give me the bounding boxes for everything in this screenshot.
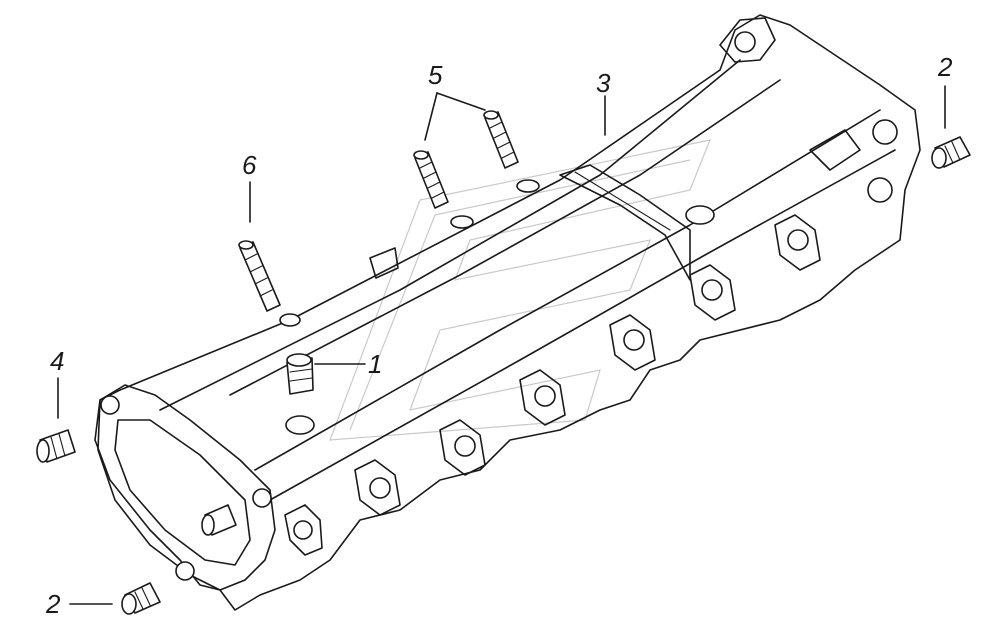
part-6-stud [238, 240, 281, 312]
watermark-logo [329, 139, 711, 441]
part-1-plug [286, 353, 314, 395]
callout-3: 3 [596, 68, 611, 98]
callout-2-top: 2 [937, 52, 953, 82]
callout-6: 6 [242, 150, 257, 180]
leader-lines [57, 85, 946, 605]
manifold-body [94, 14, 921, 611]
callout-5: 5 [428, 60, 443, 90]
part-5-studs [413, 110, 519, 209]
flange-lugs [284, 214, 821, 556]
callout-2-bottom: 2 [45, 589, 61, 619]
part-4-plug [36, 429, 76, 463]
callout-4: 4 [50, 346, 64, 376]
flange-plug [201, 504, 237, 536]
callout-1: 1 [368, 349, 382, 379]
part-2-plug-right [931, 136, 971, 169]
part-2-plug-left [121, 582, 161, 615]
